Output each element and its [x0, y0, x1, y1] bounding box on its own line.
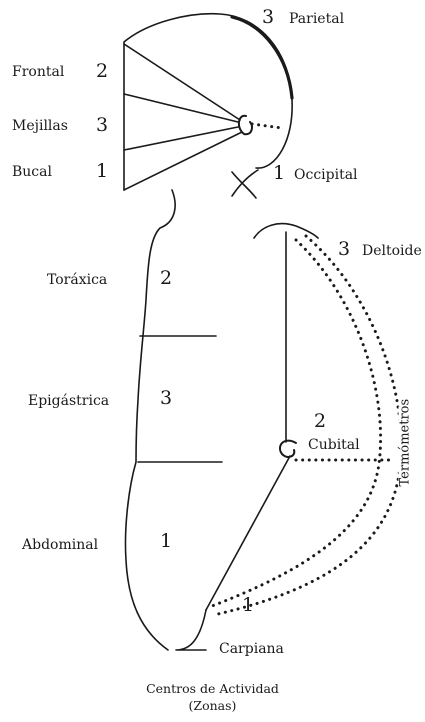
hand-outline — [176, 610, 206, 650]
ear-outline — [239, 116, 252, 134]
parietal-label: Parietal — [289, 12, 344, 26]
toraxica-number: 2 — [160, 269, 172, 288]
ear-dotted-connector — [252, 124, 282, 128]
parietal-number: 3 — [262, 8, 274, 27]
frontal-label: Frontal — [12, 65, 64, 79]
caption-line-1: Centros de Actividad — [0, 683, 425, 696]
mejillas-label: Mejillas — [12, 119, 68, 133]
occipital-mark — [232, 170, 258, 198]
abdominal-label: Abdominal — [22, 538, 98, 552]
mejillas-number: 3 — [96, 116, 108, 135]
deltoide-number: 3 — [338, 240, 350, 259]
elbow-outline — [280, 441, 296, 457]
bucal-number: 1 — [96, 162, 108, 181]
toraxica-label: Toráxica — [47, 273, 107, 287]
frontal-number: 2 — [96, 62, 108, 81]
occipital-number: 1 — [273, 164, 285, 183]
torso-back — [125, 190, 175, 650]
cubital-number: 2 — [314, 412, 326, 431]
forearm-line — [206, 456, 290, 610]
abdominal-number: 1 — [160, 532, 172, 551]
cubital-label: Cubital — [307, 438, 361, 452]
epigastrica-number: 3 — [160, 389, 172, 408]
deltoide-label: Deltoide — [362, 244, 422, 258]
mejillas-ray-lower — [124, 127, 238, 150]
parietal-arc — [232, 17, 292, 98]
epigastrica-label: Epigástrica — [28, 394, 109, 408]
occipital-label: Occipital — [294, 168, 358, 182]
caption-line-2: (Zonas) — [0, 700, 425, 713]
bucal-label: Bucal — [12, 165, 52, 179]
termometros-label: Termómetros — [399, 407, 412, 487]
bucal-ray — [124, 132, 242, 190]
thermometer-outer-arc — [218, 236, 401, 614]
carpiana-number: 1 — [242, 596, 254, 615]
carpiana-label: Carpiana — [219, 642, 284, 656]
